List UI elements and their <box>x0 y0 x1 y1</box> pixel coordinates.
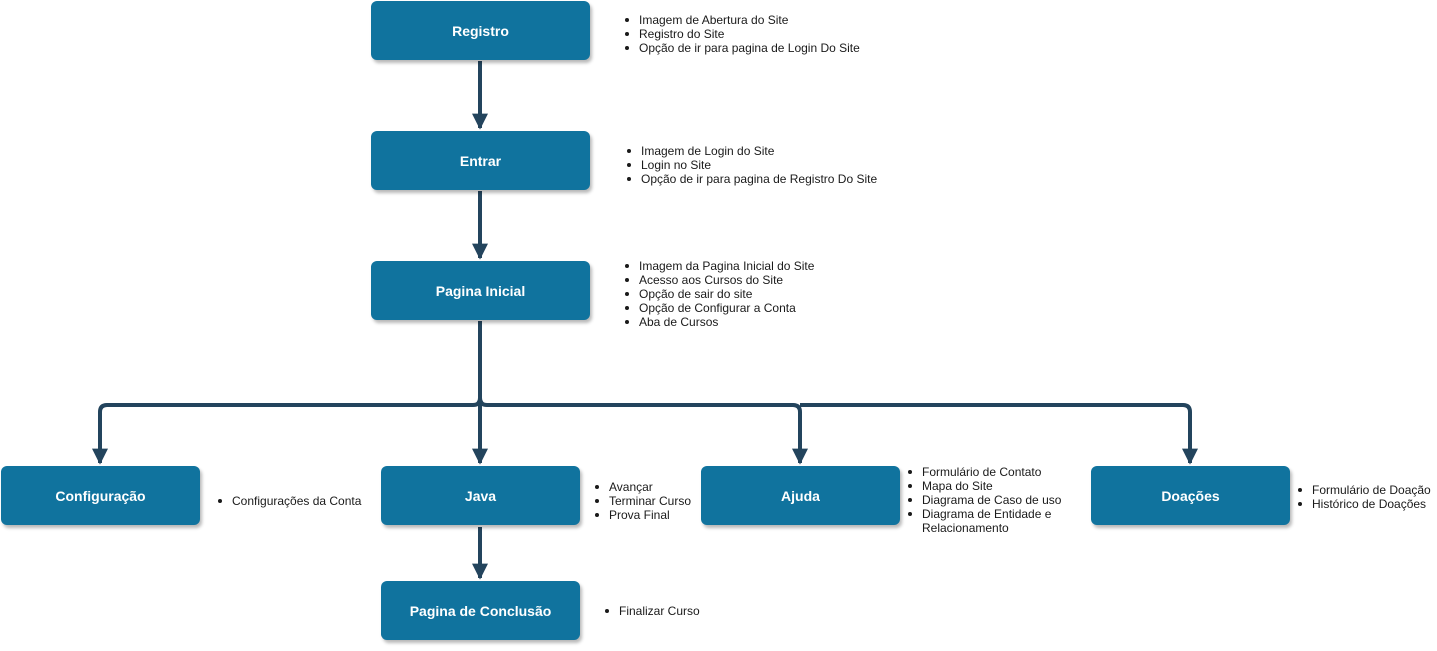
note-item: Formulário de Contato <box>906 465 1076 479</box>
node-entrar[interactable]: Entrar <box>371 131 590 190</box>
note-item: Opção de ir para pagina de Registro Do S… <box>625 172 877 186</box>
arrow-pagina-inicial-to-doacoes <box>800 403 1198 465</box>
note-item: Diagrama de Caso de uso <box>906 493 1076 507</box>
node-ajuda-label: Ajuda <box>781 487 820 504</box>
arrow-pagina-inicial-to-configuracao <box>92 321 482 465</box>
note-item: Terminar Curso <box>593 494 691 508</box>
notes-ajuda: Formulário de Contato Mapa do Site Diagr… <box>906 465 1076 535</box>
notes-registro: Imagem de Abertura do Site Registro do S… <box>623 13 860 55</box>
note-item: Imagem de Abertura do Site <box>623 13 860 27</box>
node-ajuda[interactable]: Ajuda <box>701 466 900 525</box>
note-item: Configurações da Conta <box>216 494 361 508</box>
notes-java: Avançar Terminar Curso Prova Final <box>593 480 691 522</box>
notes-entrar: Imagem de Login do Site Login no Site Op… <box>625 144 877 186</box>
note-item: Acesso aos Cursos do Site <box>623 273 814 287</box>
notes-pagina-conclusao: Finalizar Curso <box>603 604 700 618</box>
node-pagina-inicial[interactable]: Pagina Inicial <box>371 261 590 320</box>
note-item: Imagem da Pagina Inicial do Site <box>623 259 814 273</box>
node-registro-label: Registro <box>452 22 509 39</box>
note-item: Mapa do Site <box>906 479 1076 493</box>
arrow-pagina-inicial-to-ajuda <box>478 397 808 465</box>
note-item: Opção de Configurar a Conta <box>623 301 814 315</box>
note-item: Finalizar Curso <box>603 604 700 618</box>
note-item: Registro do Site <box>623 27 860 41</box>
notes-configuracao: Configurações da Conta <box>216 494 361 508</box>
notes-pagina-inicial: Imagem da Pagina Inicial do Site Acesso … <box>623 259 814 329</box>
node-configuracao-label: Configuração <box>55 487 146 504</box>
node-entrar-label: Entrar <box>459 152 502 169</box>
node-pagina-conclusao[interactable]: Pagina de Conclusão <box>381 581 580 640</box>
note-item: Histórico de Doações <box>1296 497 1431 511</box>
notes-doacoes: Formulário de Doação Histórico de Doaçõe… <box>1296 483 1431 511</box>
node-registro[interactable]: Registro <box>371 1 590 60</box>
note-item: Login no Site <box>625 158 877 172</box>
note-item: Opção de ir para pagina de Login Do Site <box>623 41 860 55</box>
node-configuracao[interactable]: Configuração <box>1 466 200 525</box>
node-java[interactable]: Java <box>381 466 580 525</box>
note-item: Prova Final <box>593 508 691 522</box>
note-item: Aba de Cursos <box>623 315 814 329</box>
note-item: Opção de sair do site <box>623 287 814 301</box>
node-pagina-inicial-label: Pagina Inicial <box>435 282 526 299</box>
note-item: Formulário de Doação <box>1296 483 1431 497</box>
note-item: Imagem de Login do Site <box>625 144 877 158</box>
note-item: Diagrama de Entidade e Relacionamento <box>906 507 1076 535</box>
node-doacoes[interactable]: Doações <box>1091 466 1290 525</box>
note-item: Avançar <box>593 480 691 494</box>
node-java-label: Java <box>464 487 497 504</box>
node-doacoes-label: Doações <box>1161 487 1220 504</box>
node-pagina-conclusao-label: Pagina de Conclusão <box>409 602 552 619</box>
